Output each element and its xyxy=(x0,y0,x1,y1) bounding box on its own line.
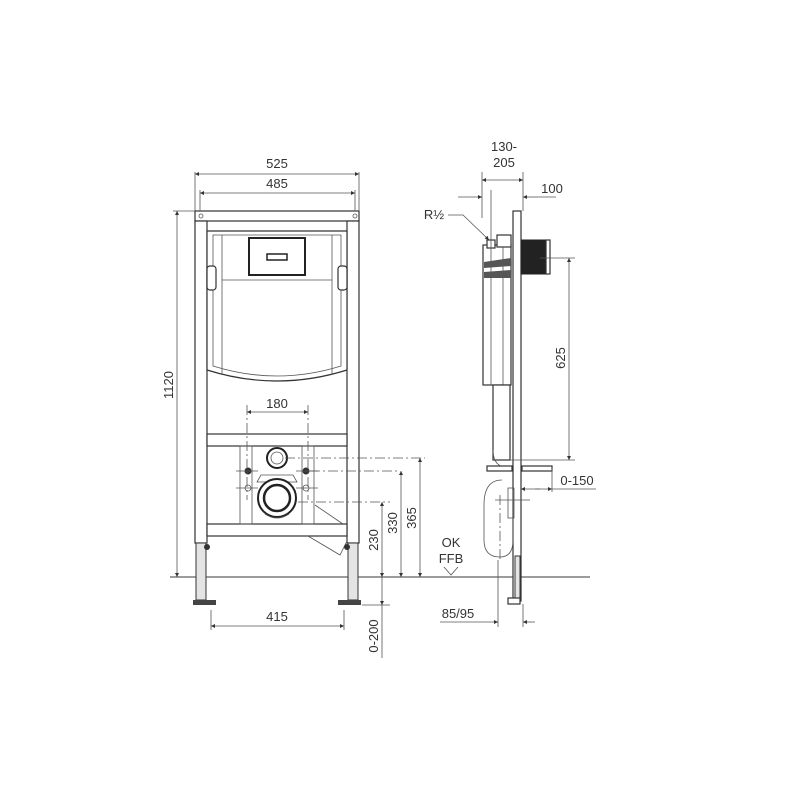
dim-height: 1120 xyxy=(161,371,176,399)
floor-label-ffb: FFB xyxy=(439,551,464,566)
floor-marker-icon xyxy=(443,566,459,576)
dim-foot-adjust: 0-200 xyxy=(366,619,381,652)
side-view xyxy=(482,210,553,605)
dim-cover-depth: 100 xyxy=(541,181,563,196)
dim-base-depth: 85/95 xyxy=(442,606,475,621)
dim-foot-spacing: 415 xyxy=(266,609,288,624)
front-view xyxy=(193,210,425,605)
dim-fixing-height: 365 xyxy=(404,507,419,529)
dim-flush-height: 625 xyxy=(553,347,568,369)
dim-wall-adjust: 0-150 xyxy=(560,473,593,488)
dim-supply-thread: R½ xyxy=(424,207,444,222)
side-dimensions: 130- 205 100 R½ 625 0-150 85/95 xyxy=(424,139,596,627)
dim-outlet-height: 230 xyxy=(366,529,381,551)
floor-label-ok: OK xyxy=(442,535,461,550)
front-dimensions: 525 485 1120 180 415 230 330 365 0-200 O… xyxy=(161,156,463,658)
dim-depth-range-bottom: 205 xyxy=(493,155,515,170)
dim-overall-width: 525 xyxy=(266,156,288,171)
dim-depth-range-top: 130- xyxy=(491,139,517,154)
dim-pan-spacing: 180 xyxy=(266,396,288,411)
dim-inner-width: 485 xyxy=(266,176,288,191)
cistern-ribs xyxy=(484,258,511,278)
dim-inlet-height: 330 xyxy=(385,512,400,534)
